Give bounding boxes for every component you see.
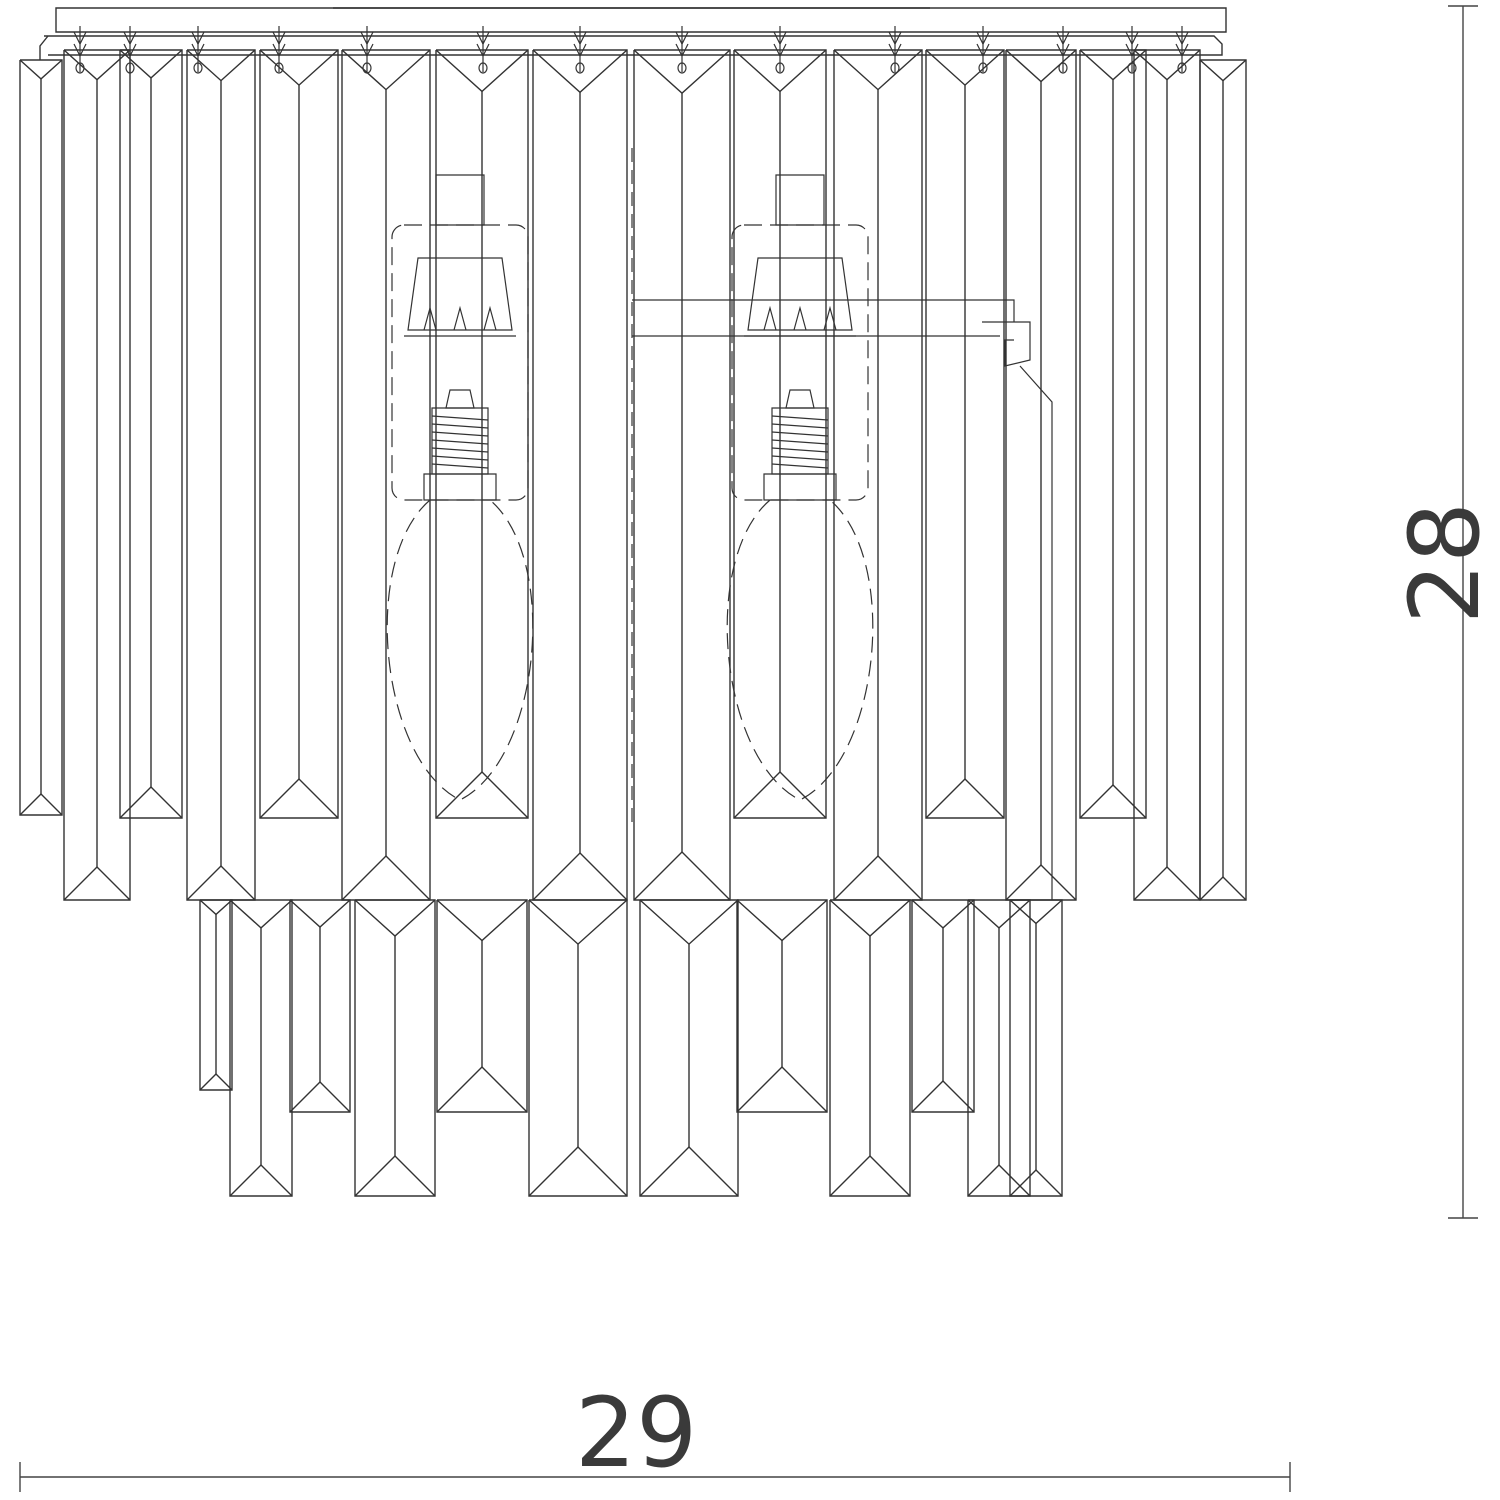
upper-crystal [120,50,182,818]
upper-crystal [1134,50,1200,900]
upper-crystal [436,50,528,818]
lower-crystal [968,900,1030,1196]
upper-crystal [834,50,922,900]
height-dimension-label: 28 [1389,501,1500,625]
lower-crystal [290,900,350,1112]
crystal-hook [774,26,786,73]
upper-crystal [187,50,255,900]
connector-arm [632,148,1052,900]
crystal-hook [574,26,586,73]
upper-crystal [634,50,730,900]
dimension-lines [20,6,1478,1492]
lower-crystal [737,900,827,1112]
bulb-sockets [387,175,873,800]
crystal-hook [477,26,489,73]
upper-crystal [533,50,627,900]
ceiling-mount-plate [40,8,1226,60]
upper-crystal [926,50,1004,818]
left-bulb [387,175,533,800]
lower-crystal [529,900,627,1196]
width-dimension-label: 29 [575,1377,698,1489]
lower-crystal [230,900,292,1196]
crystal-hook [977,26,989,73]
crystal-hook [361,26,373,73]
crystal-hook [676,26,688,73]
crystal-hooks [74,26,1188,73]
lower-crystal [1010,900,1062,1196]
right-bulb [727,175,873,800]
lower-crystal [437,900,527,1112]
upper-crystal [1200,60,1246,900]
lower-crystal [912,900,974,1112]
upper-crystal [260,50,338,818]
lower-crystal [355,900,435,1196]
crystal-hook [1176,26,1188,73]
upper-crystal [342,50,430,900]
lower-crystal [640,900,738,1196]
upper-crystal [64,50,130,900]
crystal-hook [192,26,204,73]
lower-crystal [830,900,910,1196]
upper-crystal [734,50,826,818]
crystal-hook [273,26,285,73]
crystal-hook [889,26,901,73]
crystal-hook [1057,26,1069,73]
lower-crystal [200,900,232,1090]
crystal-hook [1126,26,1138,73]
upper-crystal [1080,50,1146,818]
lower-crystal-tier [200,900,1062,1196]
upper-crystal [1006,50,1076,900]
upper-crystal-tier [20,50,1246,900]
upper-crystal [20,60,62,815]
